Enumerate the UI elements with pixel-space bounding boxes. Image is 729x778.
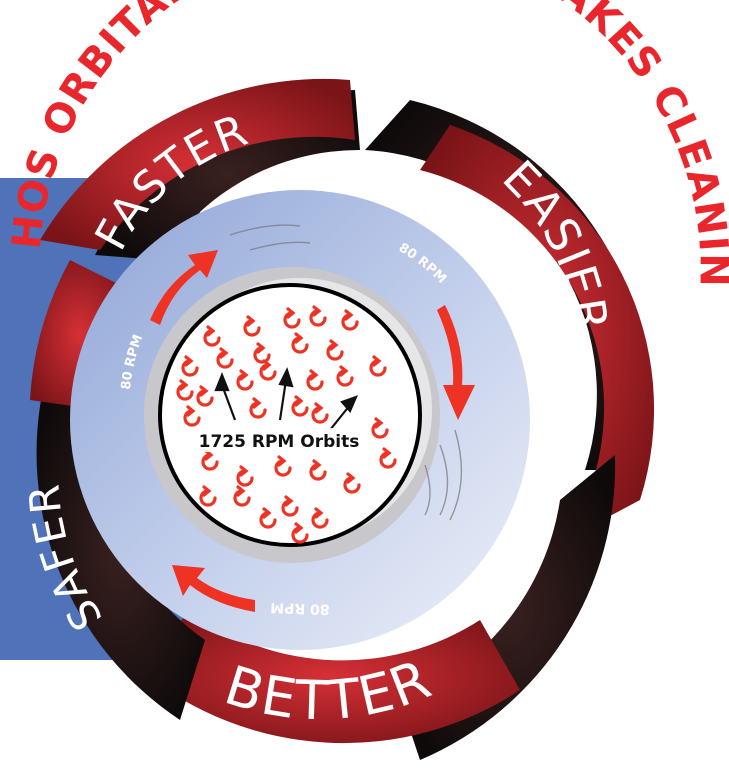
orbit-swirl-arrowhead — [262, 507, 272, 519]
orbit-swirl-arrowhead — [284, 495, 294, 507]
rotation-arrow-icon — [150, 250, 218, 325]
rotation-arrow-icon — [437, 305, 475, 420]
orbit-swirl-arrowhead — [202, 485, 212, 497]
orbit-swirl-icon — [196, 389, 214, 407]
orbit-swirl-icon — [183, 409, 201, 427]
orbit-swirl-icon — [369, 359, 387, 377]
orbit-swirl-arrowhead — [262, 359, 272, 371]
orbit-swirl-arrowhead — [374, 417, 384, 429]
orbit-swirl-arrowhead — [179, 379, 189, 391]
orbit-swirl-icon — [379, 451, 397, 469]
orbit-swirl-icon — [259, 363, 277, 381]
orbit-swirl-icon — [291, 336, 309, 354]
orbit-swirl-arrowhead — [314, 507, 324, 519]
orbit-swirl-icon — [309, 463, 327, 481]
orbit-swirl-arrowhead — [294, 395, 304, 407]
orbit-swirl-arrowhead — [184, 355, 194, 367]
orbit-swirl-icon — [311, 406, 329, 424]
orbit-swirl-arrowhead — [206, 325, 216, 337]
orbit-swirl-arrowhead — [239, 369, 249, 381]
orbit-swirl-arrowhead — [382, 447, 392, 459]
orbit-swirl-arrowhead — [246, 315, 256, 327]
orbit-arrow-icon — [214, 372, 230, 392]
center-disc — [158, 283, 422, 547]
orbit-swirl-icon — [216, 351, 234, 369]
orbit-swirl-arrowhead — [312, 459, 322, 471]
orbit-swirl-icon — [343, 476, 361, 494]
orbit-swirl-icon — [306, 373, 324, 391]
orbit-swirl-arrowhead — [186, 405, 196, 417]
segment-left-red-bg — [30, 260, 130, 410]
orbit-swirl-icon — [309, 309, 327, 327]
orbit-swirl-arrowhead — [309, 369, 319, 381]
orbit-swirl-arrowhead — [314, 402, 324, 414]
segment-top-red-bg — [40, 78, 355, 250]
orbit-swirl-arrowhead — [236, 485, 246, 497]
motion-streaks — [229, 224, 463, 521]
orbit-pointer-arrows — [214, 367, 359, 431]
orbit-swirl-arrowhead — [294, 522, 304, 534]
orbit-swirl-arrowhead — [372, 355, 382, 367]
orbit-swirl-arrowhead — [219, 347, 229, 359]
orbit-swirl-icon — [199, 489, 217, 507]
segment-easier-red-bg — [420, 125, 655, 540]
orbit-swirl-icon — [233, 489, 251, 507]
orbit-swirl-arrowhead — [286, 307, 296, 319]
orbit-swirl-icon — [274, 459, 292, 477]
orbit-arrow-icon — [340, 395, 359, 414]
rotation-arrow-icon — [172, 565, 255, 612]
rpm-bottom: 80 RPM — [270, 599, 330, 617]
orbit-swirl-arrowhead — [344, 309, 354, 321]
orbit-swirl-arrowhead — [204, 449, 214, 461]
segment-better-bg — [140, 610, 520, 744]
orbit-swirl-icon — [236, 469, 254, 487]
orbit-swirl-icon — [253, 346, 271, 364]
orbit-swirls — [176, 305, 397, 544]
orbit-swirl-arrowhead — [239, 465, 249, 477]
orbit-swirl-icon — [371, 421, 389, 439]
orbit-swirl-icon — [326, 343, 344, 361]
orbit-swirl-arrowhead — [277, 455, 287, 467]
orbit-swirl-icon — [341, 313, 359, 331]
orbit-swirl-arrowhead — [329, 339, 339, 351]
orbit-swirl-icon — [176, 383, 194, 401]
orbit-swirl-icon — [243, 319, 261, 337]
orbit-swirl-icon — [259, 511, 277, 529]
orbit-swirl-arrowhead — [312, 305, 322, 317]
orbit-swirl-arrowhead — [199, 385, 209, 397]
center-label: 1725 RPM Orbits — [199, 432, 360, 452]
orbit-swirl-icon — [201, 453, 219, 471]
orbit-swirl-icon — [236, 373, 254, 391]
orbit-swirl-arrowhead — [339, 365, 349, 377]
orbit-swirl-arrowhead — [346, 472, 356, 484]
orbit-swirl-icon — [311, 511, 329, 529]
orbit-swirl-arrowhead — [294, 332, 304, 344]
orbit-swirl-icon — [291, 526, 309, 544]
rotation-arrows — [150, 250, 475, 612]
orbit-swirl-arrowhead — [252, 397, 262, 409]
orbit-swirl-arrowhead — [256, 342, 266, 354]
orbit-swirl-icon — [291, 399, 309, 417]
orbit-swirl-icon — [249, 401, 267, 419]
center-label-bg — [196, 428, 362, 452]
orbit-swirl-icon — [283, 311, 301, 329]
orbit-swirl-icon — [181, 359, 199, 377]
orbit-arrow-icon — [278, 367, 294, 388]
orbit-swirl-icon — [336, 369, 354, 387]
orbit-swirl-icon — [281, 499, 299, 517]
orbit-swirl-icon — [203, 329, 221, 347]
